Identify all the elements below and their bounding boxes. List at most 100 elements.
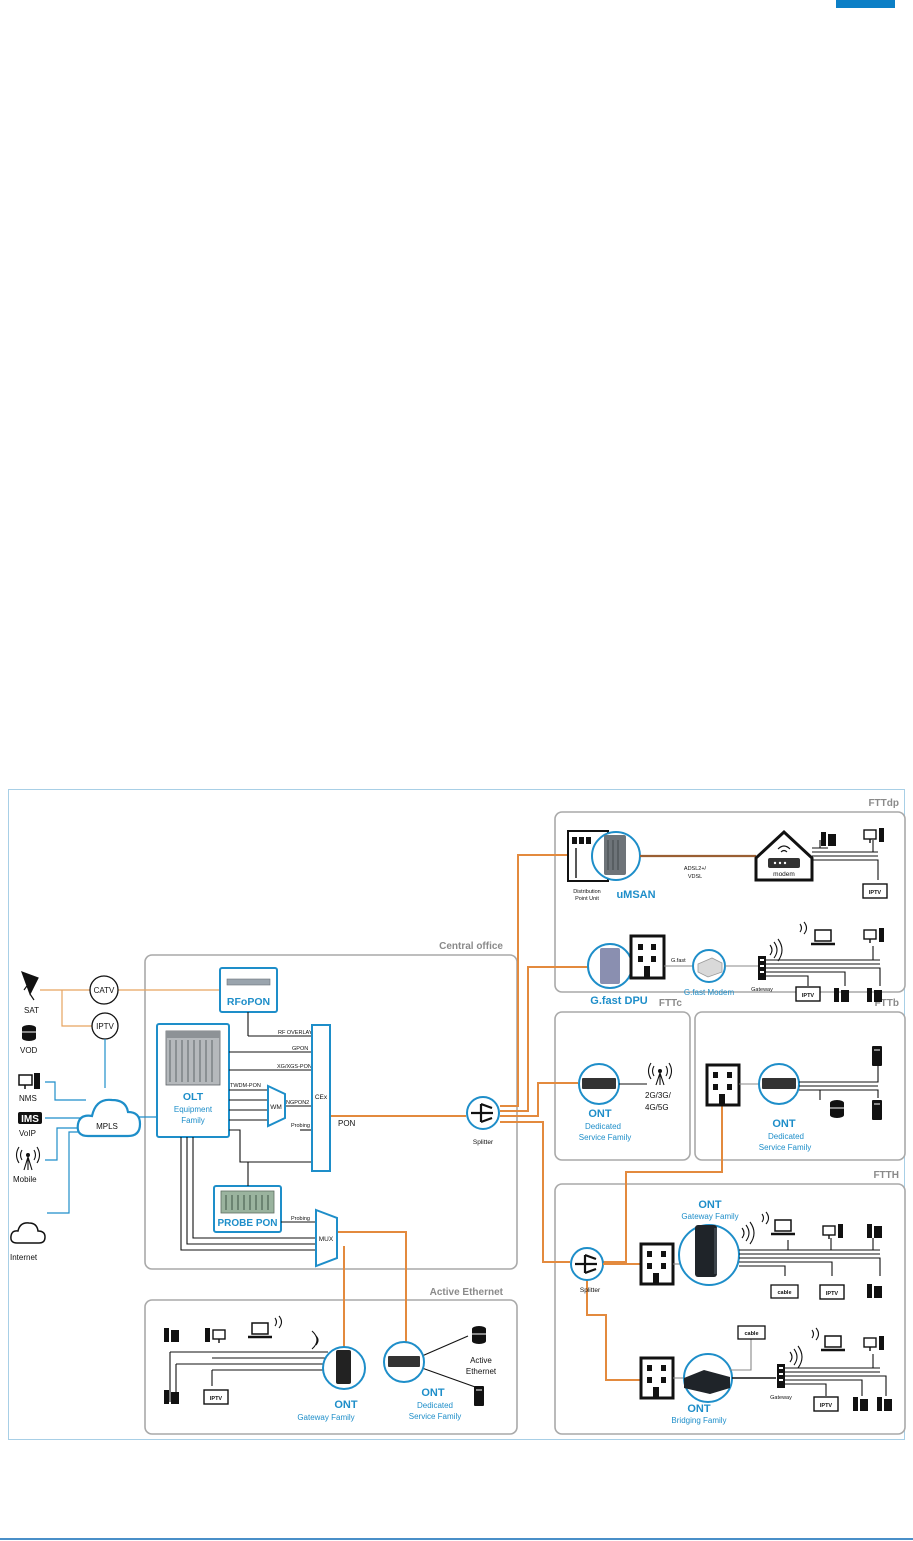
- gfast-modem-label: G.fast Modem: [684, 988, 735, 997]
- tv-icon: [795, 986, 821, 1002]
- ftth-building-1: [639, 1242, 675, 1286]
- fttdp-iptv2-label: IPTV: [802, 993, 815, 999]
- ftth-iptv-label: IPTV: [826, 1291, 839, 1297]
- ftth-ont-bridging: ONT Bridging Family: [671, 1353, 733, 1425]
- fttb-server-2: [872, 1100, 882, 1120]
- fttdp-phone-3: [867, 988, 882, 1002]
- fttdp-phone-2: [834, 988, 849, 1002]
- ae-phone-2: [164, 1390, 179, 1404]
- zone-label-central-office: Central office: [439, 941, 503, 952]
- splitter-icon: [471, 1102, 493, 1124]
- fttc-family1-label: Dedicated: [585, 1122, 621, 1131]
- tv-icon: [203, 1389, 229, 1405]
- fttdp-laptop: [799, 921, 835, 946]
- ftth-gateway-lines: [785, 1354, 887, 1396]
- probe-pon-label: PROBE PON: [217, 1218, 277, 1229]
- ftth-laptop-1: [761, 1211, 795, 1236]
- source-nms: NMS: [18, 1073, 40, 1103]
- ae-laptop: [248, 1315, 283, 1339]
- radio-tower-icon: [647, 1062, 673, 1086]
- zone-label-active-ethernet: Active Ethernet: [430, 1287, 504, 1298]
- fttdp-iptv-label: IPTV: [869, 890, 882, 896]
- dpu-label-1: Distribution: [573, 889, 601, 895]
- phone-icon: [164, 1390, 169, 1404]
- active-ethernet-lines: [169, 1335, 479, 1402]
- ftth-desktop-2: [863, 1336, 884, 1351]
- ae-ont2-family1-label: Dedicated: [417, 1401, 453, 1410]
- probing-label-1: Probing: [291, 1123, 310, 1129]
- ftth-ont2-family-label: Bridging Family: [671, 1416, 726, 1425]
- wm-multiplexer: WM: [267, 1084, 286, 1128]
- desktop-computer-icon: [18, 1073, 40, 1089]
- ae-iptv-label: IPTV: [210, 1396, 223, 1402]
- twdm-pon-label: TWDM-PON: [230, 1083, 261, 1089]
- umsan-label: uMSAN: [616, 889, 655, 901]
- cex-label: CEx: [315, 1094, 328, 1101]
- phone-icon: [867, 1224, 872, 1238]
- iptv-node-label: IPTV: [96, 1022, 114, 1031]
- probing-label-2: Probing: [291, 1216, 310, 1222]
- database-icon: [22, 1025, 36, 1041]
- wm-label: WM: [270, 1104, 282, 1111]
- footer-rule: [0, 1538, 913, 1540]
- laptop-icon: [814, 929, 832, 942]
- vdsl-label: VDSL: [688, 874, 702, 880]
- olt-equipment: OLT Equipment Family: [156, 1023, 230, 1138]
- fttdp-gateway: Gateway: [751, 938, 783, 993]
- source-internet: Internet: [10, 1222, 46, 1262]
- probe-pon-device: PROBE PON: [213, 1185, 282, 1233]
- source-mobile: Mobile: [13, 1146, 41, 1184]
- zone-label-fttdp: FTTdp: [868, 798, 899, 809]
- satellite-dish-icon: [20, 970, 39, 1001]
- zone-label-ftth: FTTH: [873, 1170, 899, 1181]
- ims-label: IMS: [21, 1114, 39, 1125]
- laptop-icon: [251, 1322, 269, 1335]
- ftth-phone-3: [853, 1397, 868, 1411]
- vod-label: VOD: [20, 1046, 38, 1055]
- rf-overlay-label: RF OVERLAY: [278, 1030, 313, 1036]
- fttb-server-1: [872, 1046, 882, 1066]
- ftth-cable2-label: cable: [744, 1331, 758, 1337]
- gfast-dpu-label: G.fast DPU: [590, 995, 648, 1007]
- ae-ont2-family2-label: Service Family: [409, 1412, 461, 1421]
- mpls-links: [45, 1081, 157, 1214]
- phone-icon: [853, 1397, 858, 1411]
- zone-fttc: FTTc: [554, 998, 691, 1161]
- rfopon-device: RFoPON: [219, 967, 278, 1013]
- iptv-node: IPTV: [91, 1012, 119, 1040]
- tv-icon: [862, 883, 888, 899]
- tv-icon: [819, 1284, 845, 1300]
- fttc-radio-label-2: 4G/5G: [645, 1103, 669, 1112]
- fttb-ont: ONT Dedicated Service Family: [758, 1063, 811, 1152]
- mpls-label: MPLS: [96, 1122, 118, 1131]
- ae-iptv: IPTV: [203, 1389, 229, 1405]
- mobile-label: Mobile: [13, 1175, 37, 1184]
- ftth-laptop-2: [811, 1327, 845, 1352]
- internet-label: Internet: [10, 1253, 38, 1262]
- catv-label: CATV: [94, 986, 115, 995]
- mux-links: Probing: [180, 1137, 316, 1251]
- phone-icon: [867, 988, 872, 1002]
- dpu-label-2: Point Unit: [575, 896, 599, 902]
- gfast-link-label: G.fast: [671, 958, 686, 964]
- ftth-phone-2: [867, 1284, 882, 1298]
- ftth-ont1-family-label: Gateway Family: [681, 1212, 738, 1221]
- ae-ont2-label: ONT: [421, 1387, 445, 1399]
- ae-database: Active Ethernet: [466, 1326, 497, 1376]
- fttc-ont: ONT Dedicated Service Family: [578, 1063, 631, 1142]
- fttb-ont-label: ONT: [772, 1118, 796, 1130]
- fttdp-gateway-label: Gateway: [751, 987, 773, 993]
- gfast-building: [629, 934, 666, 980]
- fttdp-modem-house: modem: [754, 829, 814, 882]
- fttdp-modem-lines: [812, 840, 879, 880]
- fiber-links: [40, 854, 723, 1381]
- rfopon-label: RFoPON: [227, 996, 270, 1008]
- pon-label: PON: [338, 1119, 356, 1128]
- laptop-icon: [824, 1335, 842, 1348]
- ftth-ont1-label: ONT: [698, 1199, 722, 1211]
- fttb-building: [705, 1063, 741, 1107]
- header-accent-tab: [836, 0, 895, 8]
- olt-port-links: RF OVERLAY GPON XG/XGS-PON TWDM-PON NGPO…: [229, 1030, 313, 1163]
- catv-node: CATV: [89, 975, 119, 1005]
